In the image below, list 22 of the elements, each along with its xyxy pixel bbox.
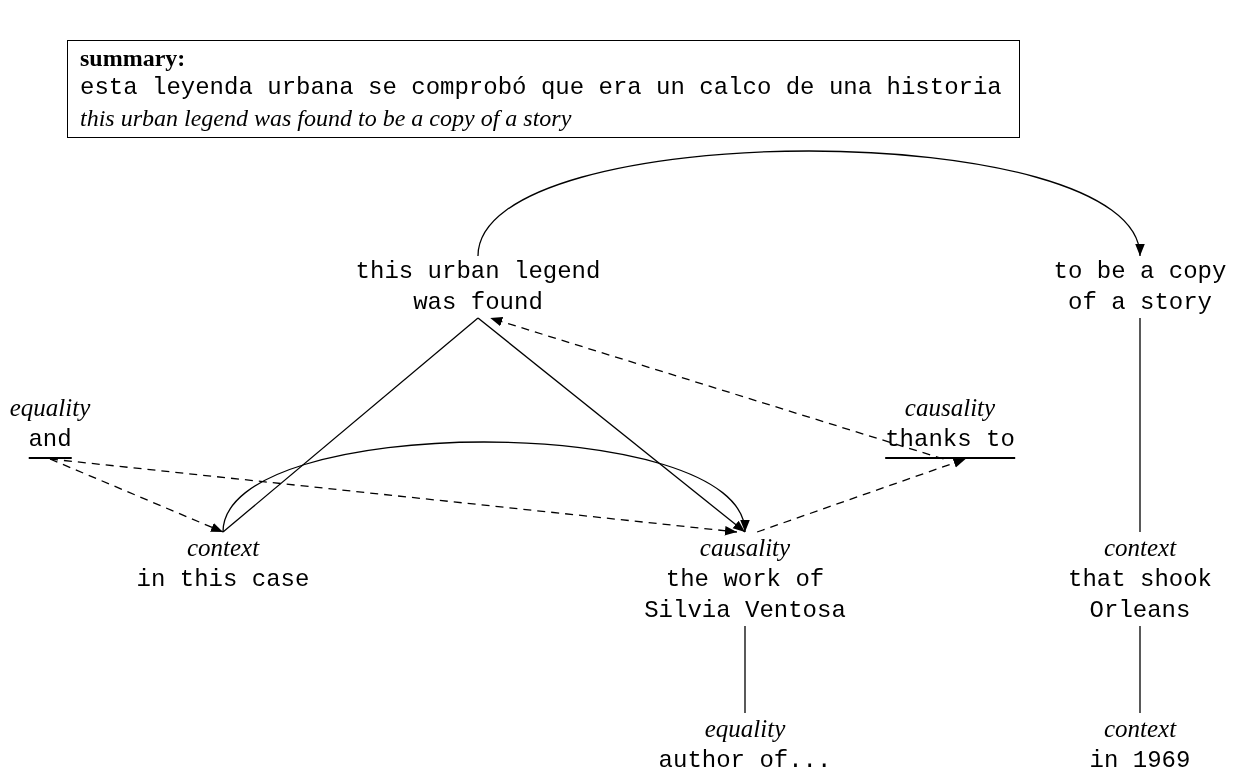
phrase-text: the work of Silvia Ventosa bbox=[644, 565, 846, 626]
relation-label: context bbox=[1103, 533, 1177, 563]
arrow bbox=[49, 458, 224, 533]
connective-text: thanks to bbox=[885, 424, 1015, 459]
phrase-text: that shook Orleans bbox=[1068, 565, 1212, 626]
source-sentence: esta leyenda urbana se comprobó que era un calco de una historia bbox=[80, 73, 1003, 103]
relation-label: context bbox=[1103, 714, 1177, 744]
phrase-text: to be a copy of a story bbox=[1053, 257, 1227, 318]
relation-label: context bbox=[186, 533, 260, 563]
relation-label: causality bbox=[699, 533, 791, 563]
phrase-text: author of... bbox=[658, 746, 832, 776]
phrase-text: this urban legend was found bbox=[355, 257, 601, 318]
relation-label: causality bbox=[904, 393, 996, 423]
relation-label: equality bbox=[704, 714, 786, 744]
relation-label: equality bbox=[9, 393, 91, 423]
phrase-text: in 1969 bbox=[1089, 746, 1191, 776]
summary-heading: summary: bbox=[80, 44, 187, 73]
summary-box bbox=[67, 40, 1020, 138]
arrow bbox=[756, 458, 967, 533]
connective-text: and bbox=[28, 424, 72, 459]
translated-sentence: this urban legend was found to be a copy of a story bbox=[80, 104, 573, 133]
phrase-text: in this case bbox=[136, 565, 310, 595]
